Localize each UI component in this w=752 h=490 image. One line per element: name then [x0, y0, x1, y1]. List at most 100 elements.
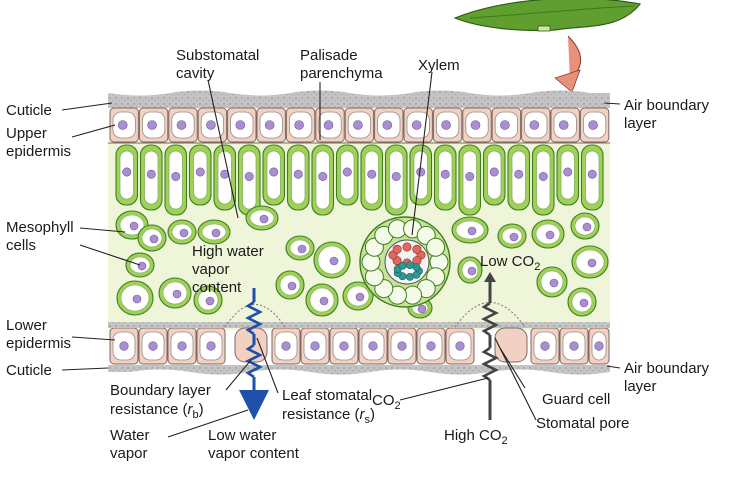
label-mesophyll-2: cells [6, 237, 36, 254]
mesophyll-cell [407, 297, 433, 319]
label-stomatal-resistance-2: resistance (rs) [282, 406, 375, 426]
label-xylem: Xylem [418, 57, 460, 74]
palisade-cell [482, 144, 506, 206]
palisade-cell [311, 144, 335, 216]
palisade-cell [384, 144, 408, 216]
water-vapor-path [239, 288, 269, 420]
epidermis-cell [109, 327, 139, 365]
epidermis-cell [387, 327, 417, 365]
epidermis-cell [227, 107, 257, 143]
label-cuticle-bottom: Cuticle [6, 362, 52, 379]
palisade-cell [262, 144, 286, 206]
xylem-bundle [359, 216, 451, 308]
epidermis-cell [138, 327, 168, 365]
label-high-water-2: vapor [192, 261, 230, 278]
epidermis-cell [403, 107, 433, 143]
stomatal-resistor [245, 300, 263, 336]
palisade-parenchyma [115, 144, 604, 216]
label-upper-epidermis-1: Upper [6, 125, 47, 142]
label-low-water-1: Low water [208, 427, 276, 444]
mesophyll-cell [116, 280, 154, 316]
epidermis-cell [256, 107, 286, 143]
epidermis-cell [167, 327, 197, 365]
palisade-cell [213, 144, 237, 211]
label-upper-epidermis-2: epidermis [6, 143, 71, 160]
label-water-vapor-2: vapor [110, 445, 148, 462]
palisade-cell [188, 144, 212, 206]
label-low-water-2: vapor content [208, 445, 300, 462]
mesophyll-cell [536, 266, 568, 298]
epidermis-cell [521, 107, 551, 143]
epidermis-cell [196, 327, 226, 365]
label-substomatal-2: cavity [176, 65, 215, 82]
epidermis-cell [559, 327, 589, 365]
label-high-water-3: content [192, 279, 242, 296]
mesophyll-cell [567, 287, 597, 317]
leaf-arrow-head [554, 69, 581, 93]
label-air-boundary-bottom-1: Air boundary [624, 360, 710, 377]
epidermis-cell [285, 107, 316, 143]
mesophyll-cell [285, 235, 315, 261]
co2-path [481, 272, 499, 420]
epidermis-cell [358, 327, 388, 365]
epidermis-cell [491, 107, 522, 143]
co2-arrow-head [484, 272, 496, 282]
palisade-cell [139, 144, 163, 211]
epidermis-cell [462, 107, 492, 143]
mesophyll-cell [497, 223, 527, 249]
mesophyll-cell [193, 285, 223, 315]
epidermis-cell [445, 327, 475, 365]
labels: Cuticle Upper epidermis Substomatal cavi… [6, 47, 710, 462]
boundary-resistor [245, 343, 263, 379]
label-stomatal-resistance-1: Leaf stomatal [282, 387, 372, 404]
palisade-cell [433, 144, 457, 211]
label-substomatal-1: Substomatal [176, 47, 259, 64]
mesophyll-cell [570, 212, 600, 240]
mesophyll-cell [571, 245, 609, 279]
epidermis-cell [416, 327, 446, 365]
mesophyll-cell [197, 219, 231, 245]
epidermis-cell [550, 107, 580, 143]
leader-lines [61, 71, 621, 438]
palisade-cell [409, 144, 433, 206]
spongy-mesophyll [115, 205, 609, 319]
palisade-cell [556, 144, 580, 206]
palisade-cell [360, 144, 384, 211]
label-boundary-resistance-1: Boundary layer [110, 382, 211, 399]
palisade-cell [580, 144, 604, 211]
palisade-cell [237, 144, 261, 216]
label-air-boundary-top-2: layer [624, 115, 657, 132]
palisade-cell [507, 144, 531, 211]
epidermis-cell [197, 107, 228, 143]
mesophyll-cell [531, 219, 565, 249]
label-high-co2: High CO2 [444, 427, 508, 447]
mesophyll-cell [245, 205, 279, 231]
mesophyll-cell [275, 270, 305, 300]
label-low-co2: Low CO2 [480, 253, 540, 273]
palisade-cell [164, 144, 188, 216]
label-cuticle-top: Cuticle [6, 102, 52, 119]
epidermis-cell [579, 107, 610, 143]
mesophyll-cell [158, 277, 192, 309]
epidermis-cell [168, 107, 198, 143]
label-high-water-1: High water [192, 243, 264, 260]
epidermis-cell [138, 107, 169, 143]
leaf-icon [453, 0, 642, 93]
label-palisade-2: parenchyma [300, 65, 383, 82]
lower-epidermis [109, 327, 610, 365]
palisade-cell [115, 144, 139, 206]
label-water-vapor-1: Water [110, 427, 149, 444]
palisade-cell [335, 144, 359, 206]
label-palisade-1: Palisade [300, 47, 358, 64]
epidermis-cell [588, 327, 610, 365]
epidermis-cell [109, 107, 139, 143]
mesophyll-cell [137, 224, 167, 252]
label-lower-epidermis-1: Lower [6, 317, 47, 334]
epidermis-cell [530, 327, 560, 365]
mesophyll-cell [342, 281, 374, 311]
epidermis-cell [271, 327, 301, 365]
palisade-cell [458, 144, 482, 216]
guard-cell-right [494, 327, 528, 363]
